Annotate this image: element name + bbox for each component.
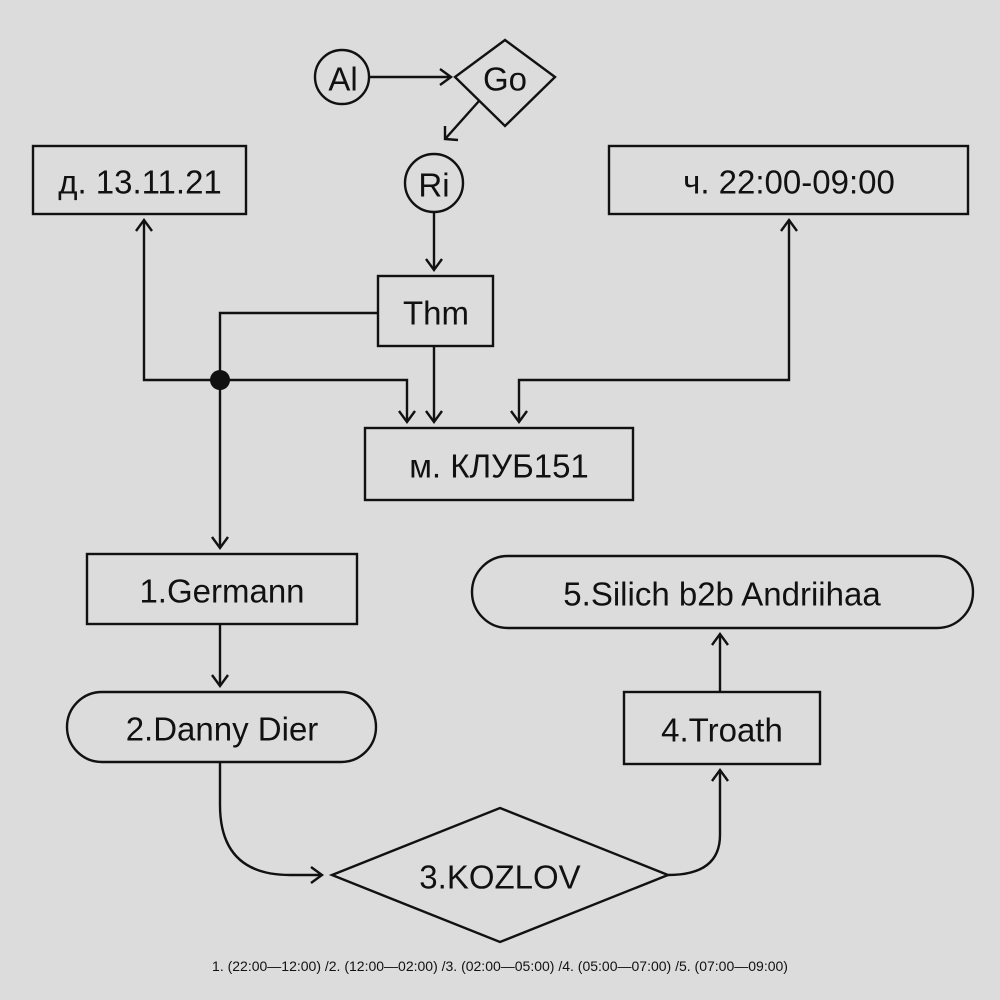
arrowhead-to-date — [135, 217, 153, 232]
edge-time-venue — [517, 220, 791, 422]
arrowhead-to-time — [780, 217, 798, 232]
arrowhead-thm-venue — [425, 410, 443, 425]
node-2-pill — [65, 690, 378, 764]
node-time-label: ч. 22:00-09:00 — [683, 164, 895, 201]
arrowhead-bus-venue — [398, 410, 416, 425]
edge-thm-germann — [218, 311, 378, 548]
node-venue-box — [363, 426, 635, 502]
edge-go-ri — [445, 100, 480, 139]
arrowhead-ri-thm — [425, 258, 443, 273]
node-ri-label: Ri — [418, 167, 449, 204]
arrowhead-1-2 — [211, 674, 229, 689]
arrowhead-al-go — [439, 68, 454, 86]
node-2-label: 2.Danny Dier — [126, 711, 319, 748]
node-3-label: 3.KOZLOV — [419, 859, 580, 896]
node-5-label: 5.Silich b2b Andriihaa — [563, 576, 881, 613]
junction-dot — [210, 370, 230, 390]
node-1-label: 1.Germann — [139, 573, 304, 610]
edge-bus-date-venue — [142, 220, 409, 422]
node-time-box — [607, 144, 970, 216]
arrowhead-2-3 — [310, 866, 325, 884]
edge-2-3 — [218, 762, 322, 877]
node-go-diamond — [453, 38, 557, 128]
node-date-box — [31, 144, 248, 216]
arrowhead-time-venue — [510, 410, 528, 425]
node-go-label: Go — [483, 61, 527, 98]
arrowhead-go-ri — [443, 126, 459, 142]
node-3-diamond — [328, 806, 672, 944]
node-1-box — [85, 552, 359, 626]
edge-3-4 — [667, 770, 722, 877]
arrowhead-4-5 — [711, 631, 729, 646]
node-al-label: Al — [328, 61, 357, 98]
node-4-box — [622, 690, 822, 766]
node-thm-box — [376, 274, 495, 348]
arrowhead-3-4 — [711, 767, 729, 782]
node-date-label: д. 13.11.21 — [58, 164, 222, 201]
node-thm-label: Thm — [403, 295, 469, 332]
node-venue-label: м. КЛУБ151 — [409, 448, 589, 485]
node-5-pill — [470, 554, 975, 630]
arrowhead-thm-germann — [211, 536, 229, 551]
node-4-label: 4.Troath — [661, 712, 783, 749]
schedule-footer: 1. (22:00—12:00) /2. (12:00—02:00) /3. (… — [212, 958, 788, 974]
